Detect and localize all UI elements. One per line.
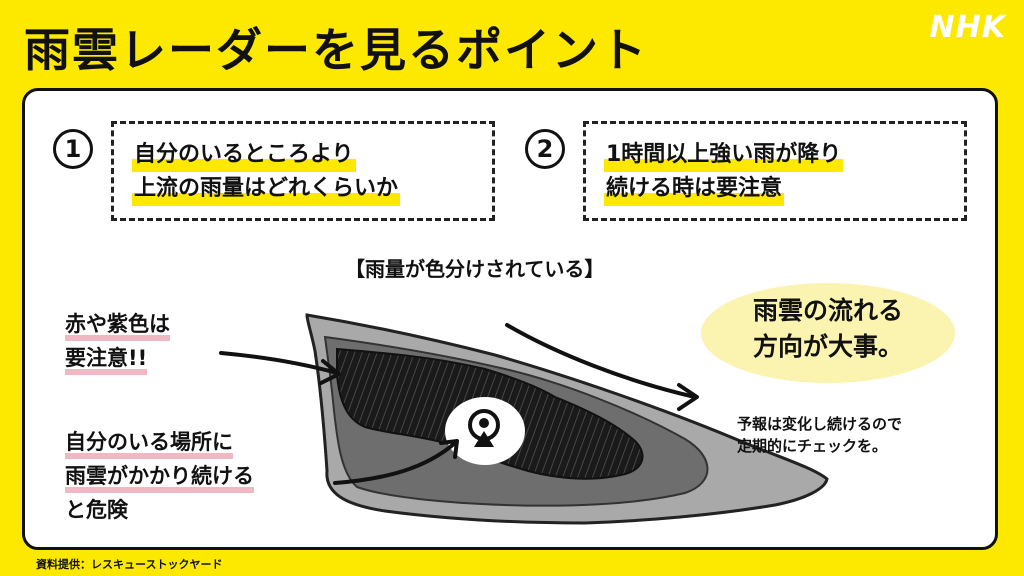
- point-1-line-2: 上流の雨量はどれくらいか: [132, 172, 401, 206]
- point-number-1: 1: [53, 129, 93, 169]
- danger-line-2: 雨雲がかかり続ける: [65, 459, 254, 493]
- content-panel: 1 自分のいるところより 上流の雨量はどれくらいか 2 1時間以上強い雨が降り …: [22, 88, 998, 550]
- flow-direction-cloud: 雨雲の流れる 方向が大事。: [701, 283, 955, 383]
- location-pin-icon: [468, 409, 500, 447]
- source-credit: 資料提供：レスキューストックヤード: [36, 558, 223, 571]
- point-box-2: 1時間以上強い雨が降り 続ける時は要注意: [583, 121, 967, 221]
- point-2-line-1: 1時間以上強い雨が降り: [604, 138, 844, 172]
- cloud-line-1: 雨雲の流れる: [752, 296, 903, 325]
- forecast-note: 予報は変化し続けるので 定期的にチェックを。: [737, 413, 902, 457]
- note-line-1: 予報は変化し続けるので: [737, 415, 903, 433]
- arrow-to-location: [333, 441, 457, 485]
- rain-radar-illustration: [219, 313, 829, 525]
- danger-line-3: と危険: [65, 498, 128, 522]
- warning-line-2: 要注意!!: [65, 341, 148, 375]
- nhk-logo: NHK: [929, 10, 1006, 45]
- arrow-to-heavy-band: [219, 351, 339, 375]
- page-title: 雨雲レーダーを見るポイント: [24, 23, 648, 77]
- point-1-line-1: 自分のいるところより: [132, 138, 356, 172]
- point-box-1: 自分のいるところより 上流の雨量はどれくらいか: [111, 121, 495, 221]
- danger-line-1: 自分のいる場所に: [65, 425, 233, 459]
- location-danger-note: 自分のいる場所に 雨雲がかかり続ける と危険: [65, 425, 254, 527]
- point-2-line-2: 続ける時は要注意: [604, 172, 785, 206]
- color-coding-heading: 【雨量が色分けされている】: [345, 257, 605, 281]
- cloud-line-2: 方向が大事。: [752, 332, 903, 361]
- warning-line-1: 赤や紫色は: [65, 307, 170, 341]
- note-line-2: 定期的にチェックを。: [737, 437, 888, 455]
- point-number-2: 2: [525, 129, 565, 169]
- arrow-flow-direction: [505, 323, 697, 399]
- red-purple-warning: 赤や紫色は 要注意!!: [65, 307, 170, 375]
